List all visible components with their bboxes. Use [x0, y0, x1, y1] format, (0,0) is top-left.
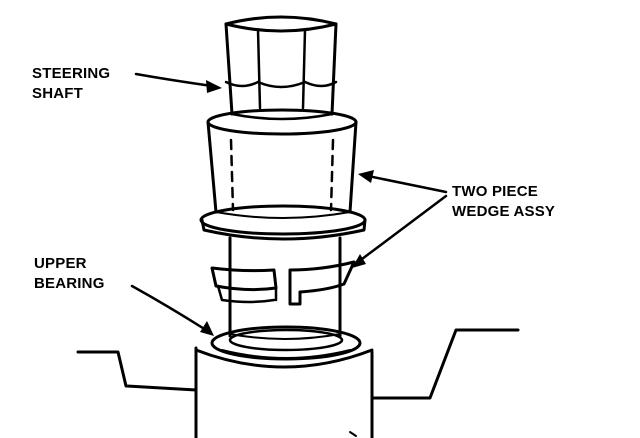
leader-upper-bearing: [130, 284, 208, 332]
wedge-flange: [199, 204, 367, 241]
arrow-wedge-lower-icon: [352, 254, 366, 268]
label-upper-bearing-line1: UPPER: [34, 255, 87, 272]
leader-wedge-lower: [356, 194, 448, 264]
label-two-piece-wedge-line1: TWO PIECE: [452, 183, 538, 200]
upper-wedge-sleeve: [206, 108, 358, 219]
leader-wedge-upper: [366, 174, 448, 194]
upper-bearing: [210, 325, 362, 361]
leader-lines: [130, 72, 448, 336]
arrow-wedge-upper-icon: [358, 170, 374, 183]
label-steering-shaft-line2: SHAFT: [32, 85, 83, 102]
label-two-piece-wedge-line2: WEDGE ASSY: [452, 203, 555, 220]
label-two-piece-wedge: TWO PIECE WEDGE ASSY: [452, 183, 555, 220]
label-upper-bearing: UPPER BEARING: [34, 255, 105, 292]
arrow-steering-shaft-icon: [206, 80, 222, 93]
arrow-upper-bearing-icon: [200, 321, 214, 336]
label-upper-bearing-line2: BEARING: [34, 275, 105, 292]
column-housing: [76, 328, 520, 438]
leader-steering-shaft: [134, 72, 214, 88]
label-steering-shaft: STEERING SHAFT: [32, 65, 110, 102]
steering-shaft-upper: [224, 15, 338, 121]
wedge-pieces: [210, 260, 356, 306]
label-steering-shaft-line1: STEERING: [32, 65, 110, 82]
